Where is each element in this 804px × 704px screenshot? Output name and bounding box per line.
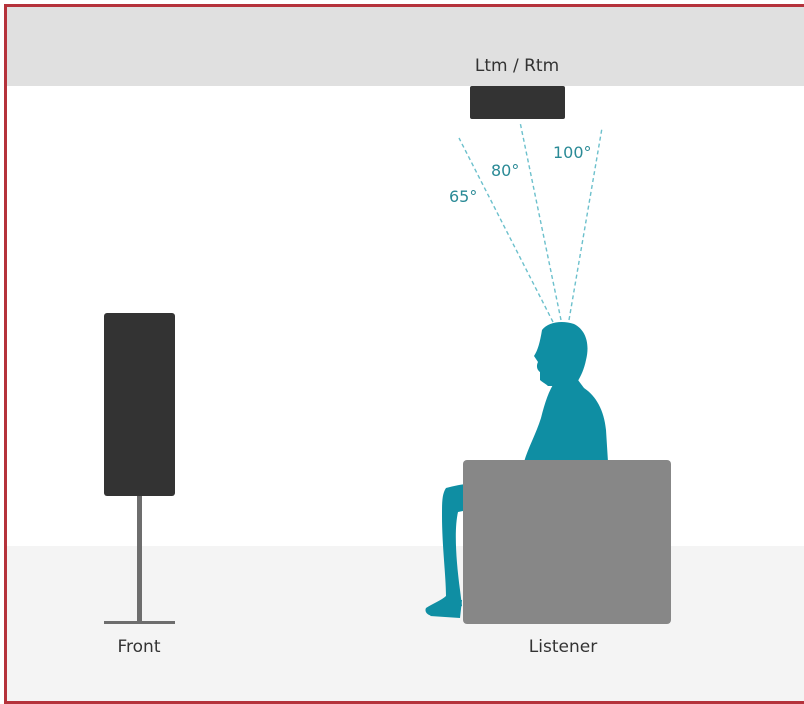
angle-label-65: 65°	[449, 187, 478, 206]
front-speaker-stand-base	[104, 621, 175, 624]
listener-chair	[463, 460, 671, 624]
top-speaker	[470, 86, 565, 119]
listener-label: Listener	[528, 637, 598, 657]
front-speaker-label: Front	[117, 637, 161, 657]
front-speaker-cabinet	[104, 313, 175, 496]
angle-line-80	[519, 121, 562, 321]
front-speaker-stand-pole	[137, 496, 142, 622]
angle-line-100	[568, 127, 603, 321]
listener-person	[425, 322, 608, 618]
ceiling	[7, 7, 804, 86]
room-frame	[4, 4, 804, 704]
angle-label-100: 100°	[553, 143, 592, 162]
angle-label-80: 80°	[491, 161, 520, 180]
top-speaker-label: Ltm / Rtm	[474, 56, 560, 76]
